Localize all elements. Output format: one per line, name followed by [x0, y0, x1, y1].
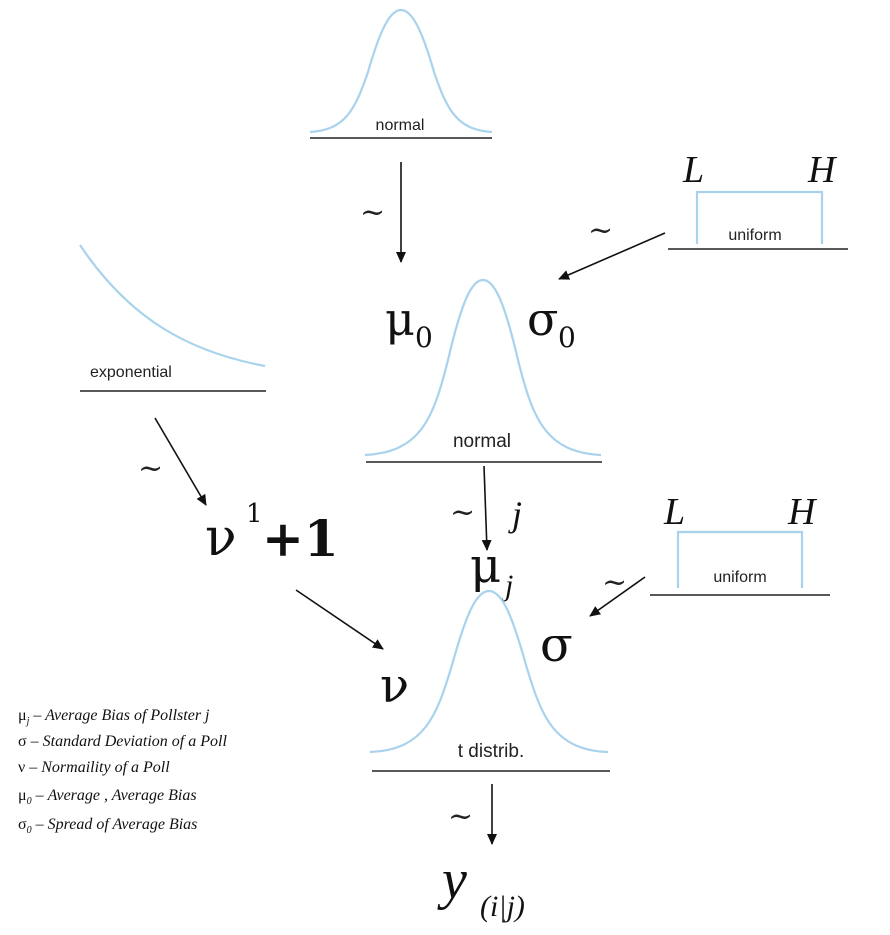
uniform-top-label: uniform — [728, 227, 781, 244]
arrow-mid-normal-to-muj — [481, 465, 492, 551]
t-distribution-curve — [369, 589, 609, 754]
exponential-curve — [79, 244, 266, 368]
tilde-top: ~ — [360, 195, 385, 230]
sigma-symbol: σ — [540, 617, 573, 673]
legend-description: – Average Bias of Pollster j — [29, 707, 210, 724]
sigma0-subscript: 0 — [558, 321, 576, 354]
uniform-top-high-bound: H — [807, 149, 838, 191]
uniform-bottom-label: uniform — [713, 569, 766, 586]
sigma0-symbol: σ — [527, 292, 558, 346]
uniform-bottom-high-bound: H — [787, 491, 818, 533]
arrow-exponential-to-nu — [154, 417, 207, 506]
uniform-top-distribution: uniform L H — [668, 149, 848, 250]
legend-symbol: ν — [18, 759, 25, 776]
uniform-bottom-rect — [676, 530, 804, 588]
muj-symbol: μ — [470, 538, 501, 594]
y-symbol: y — [437, 849, 467, 911]
top-normal-distribution: normal — [309, 8, 493, 139]
top-normal-label: normal — [376, 117, 425, 134]
index-j-label: j — [508, 494, 522, 534]
arrow-uniform-top-to-sigma0 — [558, 232, 666, 280]
y-subscript: (i|j) — [480, 890, 525, 923]
legend-subscript: 0 — [27, 796, 32, 807]
legend-description: – Spread of Average Bias — [32, 816, 198, 833]
legend-description: – Average , Average Bias — [32, 787, 197, 804]
mid-normal-distribution: normal — [364, 278, 602, 463]
nu-t-symbol: ν — [380, 658, 409, 714]
legend-item: ν – Normaility of a Poll — [18, 759, 170, 776]
tilde-uniform-bottom: ~ — [602, 565, 627, 600]
legend-description: – Standard Deviation of a Poll — [27, 733, 228, 750]
mid-normal-curve — [364, 278, 602, 457]
exponential-label: exponential — [90, 364, 172, 381]
legend-symbol: σ — [18, 816, 27, 833]
tilde-t: ~ — [448, 799, 473, 834]
nu-plus-one: ν 1 +1 — [205, 499, 339, 568]
legend: μj – Average Bias of Pollster jσ – Stand… — [18, 707, 227, 836]
mu0-parameter: μ 0 — [385, 292, 433, 354]
tilde-mid: ~ — [450, 495, 475, 530]
uniform-bottom-low-bound: L — [663, 491, 685, 533]
legend-item: μ0 – Average , Average Bias — [18, 787, 197, 807]
legend-subscript: 0 — [27, 825, 32, 836]
mu0-symbol: μ — [385, 292, 415, 346]
t-distribution-label: t distrib. — [458, 741, 525, 762]
muj-parameter: μ j — [470, 538, 513, 602]
arrow-nu-plus-one-to-nu — [295, 589, 384, 650]
mid-normal-label: normal — [453, 431, 511, 452]
t-distribution: t distrib. — [369, 589, 610, 772]
legend-description: – Normaility of a Poll — [25, 759, 170, 776]
sigma0-parameter: σ 0 — [527, 292, 576, 354]
legend-symbol: σ — [18, 733, 27, 750]
exponential-distribution: exponential — [79, 244, 266, 392]
legend-subscript: j — [25, 716, 30, 727]
muj-subscript: j — [501, 569, 513, 602]
top-normal-curve — [309, 8, 493, 134]
nu-superscript: 1 — [246, 499, 263, 529]
tilde-uniform-top: ~ — [588, 213, 613, 248]
nu-symbol: ν — [205, 508, 237, 568]
uniform-top-rect — [695, 190, 824, 244]
uniform-top-low-bound: L — [682, 149, 704, 191]
legend-symbol: μ — [18, 787, 27, 804]
legend-item: σ0 – Spread of Average Bias — [18, 816, 197, 836]
y-observation: y (i|j) — [437, 849, 525, 923]
tilde-exponential: ~ — [138, 451, 163, 486]
mu0-subscript: 0 — [415, 321, 433, 354]
plus-one: +1 — [262, 509, 339, 568]
legend-symbol: μ — [18, 707, 27, 724]
arrow-uniform-bottom-to-sigma — [589, 576, 646, 617]
legend-item: μj – Average Bias of Pollster j — [18, 707, 210, 727]
legend-item: σ – Standard Deviation of a Poll — [18, 733, 227, 750]
uniform-bottom-distribution: uniform L H — [650, 491, 830, 596]
